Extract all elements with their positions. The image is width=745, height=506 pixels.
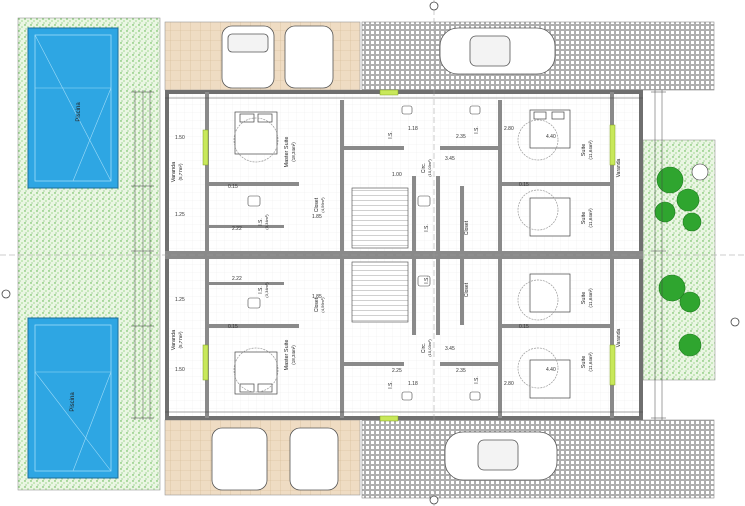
is-label-5: I.S. [474, 126, 480, 134]
closet-area-bottom: (4,56m²) [320, 297, 325, 313]
bed-suite-4 [517, 347, 571, 399]
is-label-8: I.S. [424, 276, 430, 284]
bed-suite-2 [517, 189, 571, 237]
suite-label-4: Suite [581, 356, 587, 369]
circ-label-top: Circ. [421, 163, 427, 173]
suite-area-3: (11,64m²) [588, 288, 593, 308]
is-label-2: I.S. [258, 286, 264, 294]
bathroom-fixtures [247, 105, 481, 401]
bed-master-top [233, 111, 279, 163]
bed-master-bottom [233, 347, 279, 395]
dim-125-bottom: 1.25 [175, 297, 185, 303]
is-label-6: I.S. [474, 376, 480, 384]
varanda-label-bottom: Varanda [171, 329, 177, 350]
bed-suite-3 [517, 273, 571, 321]
car-bottom-right [444, 431, 558, 481]
suite-area-1: (11,64m²) [588, 140, 593, 160]
pool-top: Piscina [27, 27, 119, 189]
is-label-1: I.S. [258, 218, 264, 226]
stair-top [351, 187, 409, 249]
circ-area-bottom: (10,03m²) [427, 339, 432, 357]
master-suite-label-top: Master Suite [284, 137, 290, 168]
circ-label-bottom: Circ. [421, 343, 427, 353]
stair-bottom [351, 261, 409, 323]
bed-suite-1 [517, 109, 571, 161]
closet-label-mid-top: Closet [464, 220, 470, 235]
suite-label-1: Suite [581, 144, 587, 157]
closet-label-top: Closet [314, 197, 320, 212]
varanda-area-bottom: (5,77m²) [178, 331, 183, 349]
dim-280-top: 2.80 [504, 126, 514, 132]
suite-area-2: (11,64m²) [588, 208, 593, 228]
closet-area-top: (4,56m²) [320, 197, 325, 213]
suite-label-2: Suite [581, 212, 587, 225]
car-top-right [439, 27, 556, 75]
dim-100-a: 1.00 [392, 172, 402, 178]
dim-280-bottom: 2.80 [504, 381, 514, 387]
dim-440-top: 4.40 [546, 134, 556, 140]
dim-150-bottom: 1.50 [175, 367, 185, 373]
dim-222-b: 2.22 [232, 276, 242, 282]
is-area-1: (3,34m²) [264, 214, 269, 230]
dim-015-d: 0.15 [519, 324, 529, 330]
dim-185-b: 1.85 [312, 294, 322, 300]
closet-label-bottom: Closet [314, 297, 320, 312]
dim-235-bottom: 2.35 [456, 368, 466, 374]
dim-015-c: 0.15 [519, 182, 529, 188]
car-top-left [221, 25, 334, 89]
dim-225-a: 2.25 [392, 368, 402, 374]
varanda-area-top: (5,77m²) [178, 163, 183, 181]
dim-150-top: 1.50 [175, 135, 185, 141]
dim-235-top: 2.35 [456, 134, 466, 140]
party-wall [165, 251, 643, 259]
master-suite-area-top: (18,34m²) [291, 142, 296, 162]
tree-group [654, 163, 709, 357]
windows [202, 89, 616, 422]
is-label-4: I.S. [388, 381, 394, 389]
is-label-7: I.S. [424, 224, 430, 232]
dim-015-a: 0.15 [228, 184, 238, 190]
pool-label-top: Piscina [76, 102, 82, 122]
is-area-2: (3,34m²) [264, 282, 269, 298]
dim-345-top: 3.45 [445, 156, 455, 162]
dim-185-a: 1.85 [312, 214, 322, 220]
dim-345-bottom: 3.45 [445, 346, 455, 352]
suite-area-4: (11,64m²) [588, 352, 593, 372]
pool-bottom: Piscina [27, 317, 119, 479]
dim-015-b: 0.15 [228, 324, 238, 330]
varanda-label-top: Varanda [171, 161, 177, 182]
dim-118-top: 1.18 [408, 126, 418, 132]
car-bottom-left [211, 427, 339, 491]
varanda-label-right-bottom: Varanda [616, 329, 622, 348]
pool-label-bottom: Piscina [70, 392, 76, 412]
varanda-label-right-top: Varanda [616, 159, 622, 178]
closet-label-mid-bottom: Closet [464, 282, 470, 297]
dim-440-bottom: 4.40 [546, 367, 556, 373]
dim-125-top: 1.25 [175, 212, 185, 218]
suite-label-3: Suite [581, 292, 587, 305]
master-suite-area-bottom: (18,34m²) [291, 345, 296, 365]
is-label-3: I.S. [388, 131, 394, 139]
dim-222-a: 2.22 [232, 226, 242, 232]
circ-area-top: (10,03m²) [427, 159, 432, 177]
interior-walls [205, 92, 614, 418]
master-suite-label-bottom: Master Suite [284, 340, 290, 371]
dim-118-bottom: 1.18 [408, 381, 418, 387]
